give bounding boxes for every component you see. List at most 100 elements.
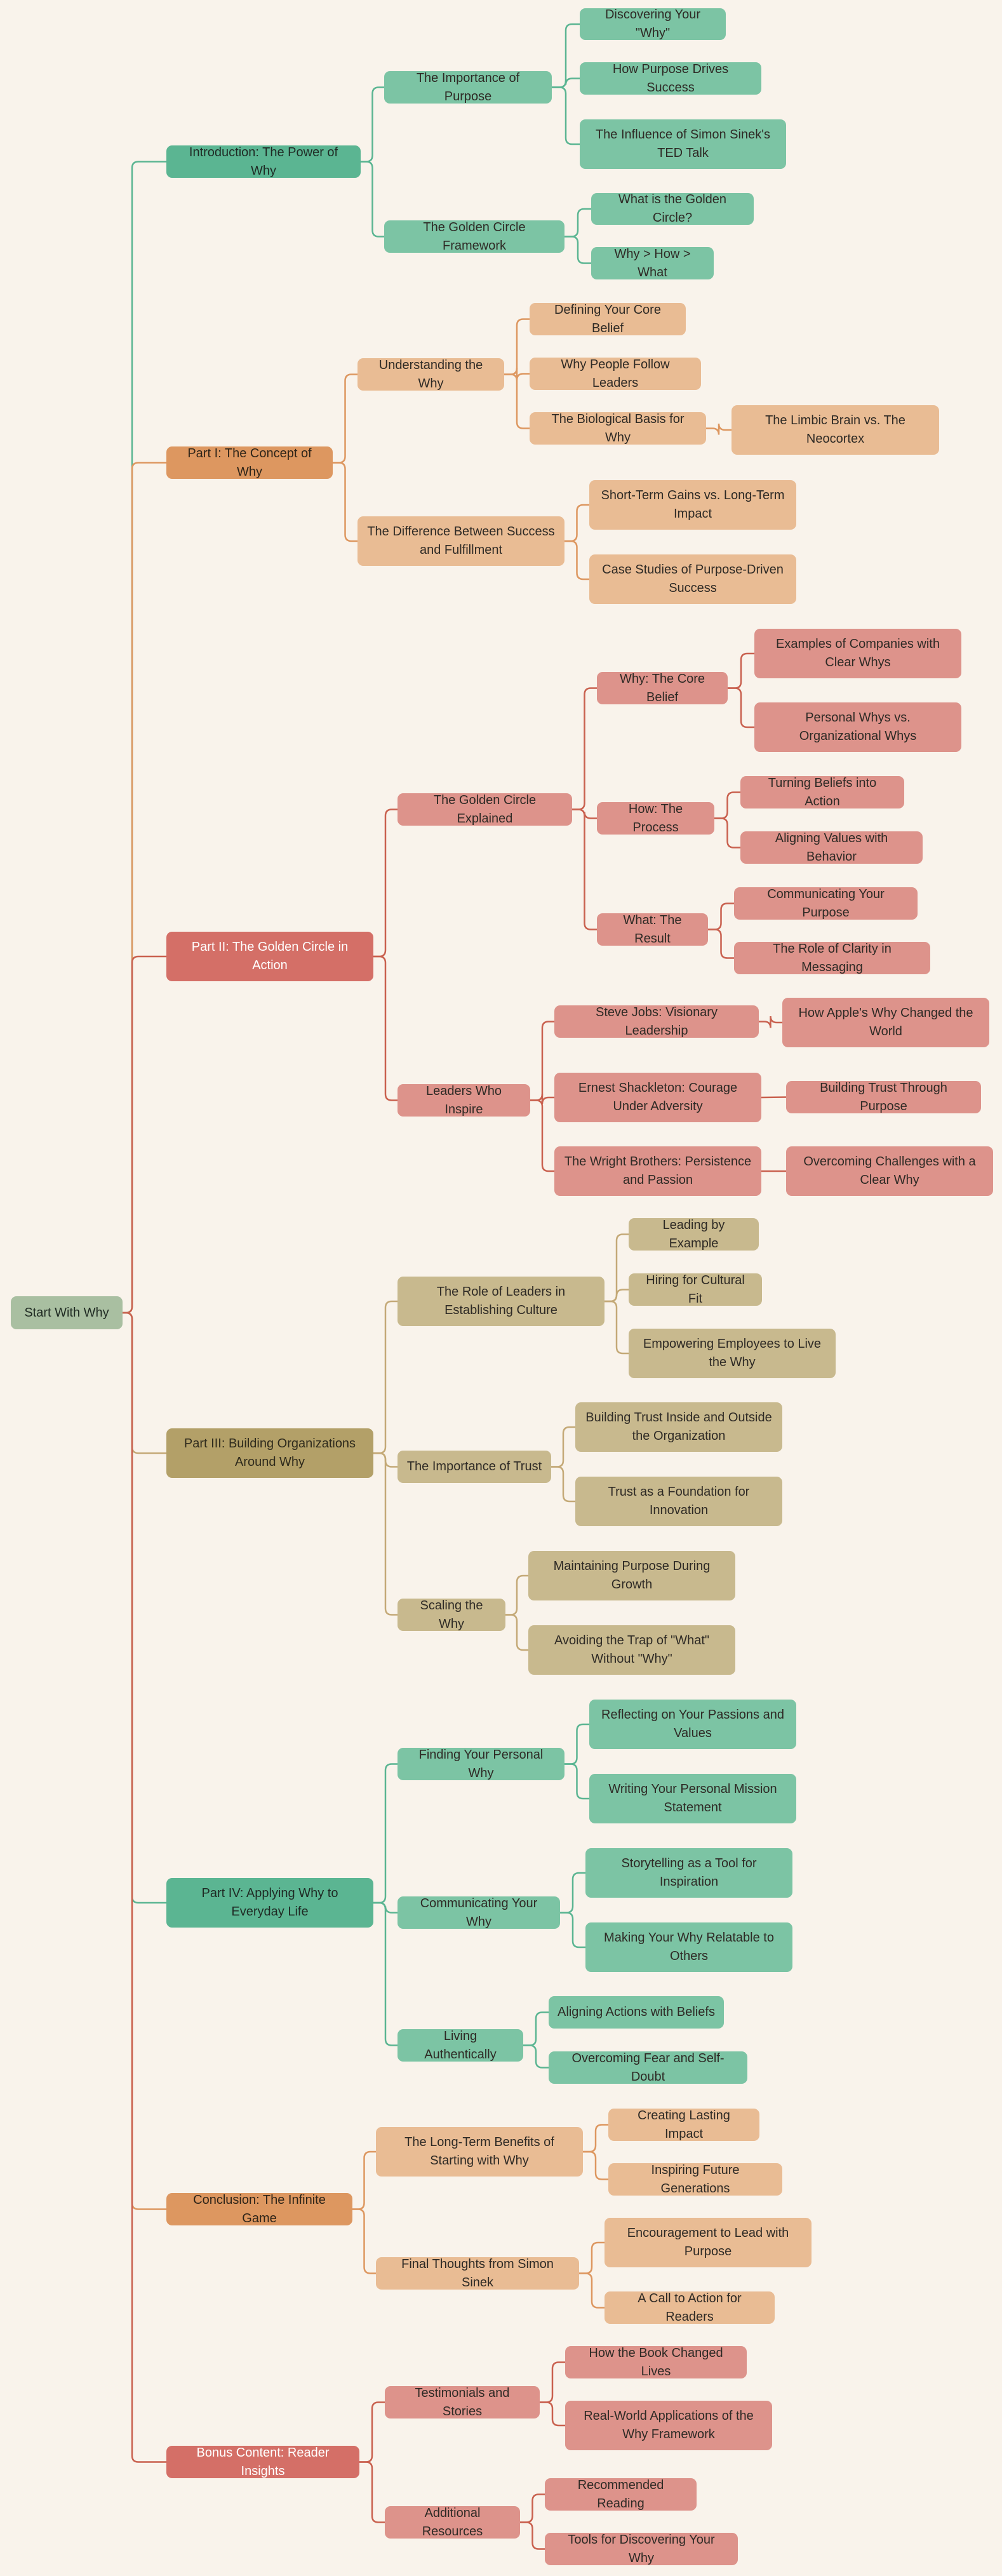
subtopic-node-label: Reflecting on Your Passions and Values	[601, 1708, 784, 1740]
subtopic-node[interactable]: Reflecting on Your Passions and Values	[589, 1700, 796, 1749]
topic-node[interactable]: Living Authentically	[397, 2029, 523, 2062]
subtopic-node[interactable]: The Biological Basis for Why	[530, 412, 706, 445]
subtopic-node-label: Personal Whys vs. Organizational Whys	[799, 711, 917, 743]
subtopic-node[interactable]: Creating Lasting Impact	[608, 2109, 759, 2141]
subtopic-node[interactable]: Maintaining Purpose During Growth	[528, 1551, 735, 1600]
subtopic-node[interactable]: Short-Term Gains vs. Long-Term Impact	[589, 480, 796, 530]
subtopic-node[interactable]: How Purpose Drives Success	[580, 62, 761, 95]
branch-node-part-ii-the-golden-circle-in-a-label: Part II: The Golden Circle in Action	[191, 940, 349, 972]
topic-node-connector	[564, 504, 589, 542]
topic-node-label: Testimonials and Stories	[415, 2385, 510, 2418]
subtopic-node-label: Ernest Shackleton: Courage Under Adversi…	[578, 1081, 738, 1113]
subtopic-node[interactable]: Avoiding the Trap of "What" Without "Why…	[528, 1625, 735, 1675]
subtopic-node[interactable]: Overcoming Challenges with a Clear Why	[786, 1146, 993, 1196]
topic-node[interactable]: Scaling the Why	[397, 1599, 505, 1631]
topic-node[interactable]: The Long-Term Benefits of Starting with …	[376, 2127, 583, 2177]
subtopic-node[interactable]: Case Studies of Purpose-Driven Success	[589, 554, 796, 604]
subtopic-node[interactable]: Aligning Actions with Beliefs	[549, 1996, 724, 2029]
subtopic-node[interactable]: A Call to Action for Readers	[605, 2291, 775, 2324]
topic-node[interactable]: Finding Your Personal Why	[397, 1748, 564, 1780]
topic-node-label: The Role of Leaders in Establishing Cult…	[436, 1285, 566, 1317]
branch-node-part-i-the-concept-of-why-connector	[333, 373, 357, 464]
subtopic-node[interactable]: Building Trust Through Purpose	[786, 1081, 981, 1113]
subtopic-node[interactable]: The Influence of Simon Sinek's TED Talk	[580, 119, 786, 169]
subtopic-node-label: Tools for Discovering Your Why	[568, 2532, 715, 2565]
branch-node-part-ii-the-golden-circle-in-a[interactable]: Part II: The Golden Circle in Action	[166, 932, 373, 981]
subtopic-node[interactable]: Turning Beliefs into Action	[740, 776, 904, 808]
subtopic-node[interactable]: The Wright Brothers: Persistence and Pas…	[554, 1146, 761, 1196]
subtopic-node-label: Recommended Reading	[577, 2478, 664, 2511]
topic-node-label: Understanding the Why	[378, 358, 483, 391]
subtopic-node[interactable]: Personal Whys vs. Organizational Whys	[754, 702, 961, 752]
subtopic-node[interactable]: Why > How > What	[591, 247, 714, 279]
subtopic-node[interactable]: The Role of Clarity in Messaging	[734, 942, 930, 974]
spine-connector	[123, 1311, 166, 1454]
subtopic-node[interactable]: Encouragement to Lead with Purpose	[605, 2218, 812, 2267]
subtopic-node[interactable]: Why: The Core Belief	[597, 672, 728, 704]
subtopic-node[interactable]: How Apple's Why Changed the World	[782, 998, 989, 1047]
subtopic-node[interactable]: Trust as a Foundation for Innovation	[575, 1477, 782, 1526]
topic-node[interactable]: Testimonials and Stories	[385, 2386, 540, 2418]
subtopic-node[interactable]: How: The Process	[597, 802, 714, 835]
subtopic-node-label: Steve Jobs: Visionary Leadership	[596, 1005, 718, 1038]
subtopic-node[interactable]: Communicating Your Purpose	[734, 887, 918, 920]
subtopic-node-label: How: The Process	[628, 802, 683, 835]
branch-node-introduction-the-power-of-why[interactable]: Introduction: The Power of Why	[166, 145, 361, 178]
topic-node[interactable]: Understanding the Why	[357, 358, 504, 391]
topic-node[interactable]: The Golden Circle Explained	[397, 793, 572, 826]
subtopic-node-label: Defining Your Core Belief	[554, 302, 661, 335]
root-node[interactable]: Start With Why	[11, 1296, 123, 1329]
topic-node-connector	[583, 2124, 608, 2153]
subtopic-node[interactable]: Examples of Companies with Clear Whys	[754, 629, 961, 678]
topic-node-connector	[520, 2493, 545, 2523]
subtopic-node[interactable]: How the Book Changed Lives	[565, 2346, 747, 2378]
topic-node[interactable]: Communicating Your Why	[397, 1896, 560, 1929]
branch-node-part-i-the-concept-of-why[interactable]: Part I: The Concept of Why	[166, 446, 333, 479]
branch-node-part-iii-building-organization[interactable]: Part III: Building Organizations Around …	[166, 1428, 373, 1478]
subtopic-node-label: Inspiring Future Generations	[651, 2163, 740, 2196]
branch-node-part-i-the-concept-of-why-label: Part I: The Concept of Why	[187, 446, 312, 479]
topic-node[interactable]: The Role of Leaders in Establishing Cult…	[397, 1277, 605, 1326]
subtopic-node[interactable]: Storytelling as a Tool for Inspiration	[585, 1848, 792, 1898]
subtopic-node[interactable]: Ernest Shackleton: Courage Under Adversi…	[554, 1073, 761, 1122]
topic-node[interactable]: The Golden Circle Framework	[384, 220, 564, 253]
subtopic-node[interactable]: Defining Your Core Belief	[530, 303, 686, 335]
root-node-label: Start With Why	[24, 1305, 109, 1320]
topic-node-connector	[552, 86, 580, 145]
subtopic-node[interactable]: Aligning Values with Behavior	[740, 831, 923, 864]
subtopic-node[interactable]: What is the Golden Circle?	[591, 192, 754, 225]
subtopic-node[interactable]: The Limbic Brain vs. The Neocortex	[731, 405, 939, 455]
topic-node[interactable]: Leaders Who Inspire	[397, 1084, 530, 1117]
subtopic-node[interactable]: Real-World Applications of the Why Frame…	[565, 2401, 772, 2450]
topic-node-connector	[551, 1466, 575, 1503]
topic-node[interactable]: The Difference Between Success and Fulfi…	[357, 516, 564, 566]
topic-node[interactable]: The Importance of Purpose	[384, 71, 552, 104]
subtopic-node[interactable]: Leading by Example	[629, 1218, 759, 1251]
subtopic-node[interactable]: Inspiring Future Generations	[608, 2163, 782, 2196]
subtopic-node-label: A Call to Action for Readers	[638, 2291, 742, 2324]
subtopic-node-connector	[728, 687, 754, 728]
topic-node[interactable]: The Importance of Trust	[397, 1451, 551, 1483]
subtopic-node[interactable]: Empowering Employees to Live the Why	[629, 1329, 836, 1378]
topic-node-connector	[605, 1300, 629, 1355]
subtopic-node[interactable]: Writing Your Personal Mission Statement	[589, 1774, 796, 1823]
topic-node[interactable]: Additional Resources	[385, 2506, 520, 2539]
subtopic-node[interactable]: Building Trust Inside and Outside the Or…	[575, 1402, 782, 1452]
subtopic-node[interactable]: Making Your Why Relatable to Others	[585, 1922, 792, 1972]
subtopic-node[interactable]: Why People Follow Leaders	[530, 358, 701, 390]
subtopic-node[interactable]: Recommended Reading	[545, 2478, 697, 2511]
subtopic-node[interactable]: What: The Result	[597, 913, 708, 946]
subtopic-node[interactable]: Overcoming Fear and Self-Doubt	[549, 2051, 747, 2084]
branch-node-bonus-content-reader-insights[interactable]: Bonus Content: Reader Insights	[166, 2446, 359, 2478]
subtopic-node[interactable]: Discovering Your "Why"	[580, 8, 726, 40]
branch-node-conclusion-the-infinite-game[interactable]: Conclusion: The Infinite Game	[166, 2193, 352, 2225]
subtopic-node[interactable]: Hiring for Cultural Fit	[629, 1273, 762, 1306]
spine-connector	[123, 161, 166, 1314]
subtopic-node[interactable]: Tools for Discovering Your Why	[545, 2533, 738, 2565]
topic-node[interactable]: Final Thoughts from Simon Sinek	[376, 2257, 579, 2290]
subtopic-node[interactable]: Steve Jobs: Visionary Leadership	[554, 1005, 759, 1038]
subtopic-node-label: Why > How > What	[614, 246, 691, 279]
branch-node-part-iv-applying-why-to-everyd[interactable]: Part IV: Applying Why to Everyday Life	[166, 1878, 373, 1928]
branch-node-part-iv-applying-why-to-everyd-connector	[373, 1763, 397, 1904]
